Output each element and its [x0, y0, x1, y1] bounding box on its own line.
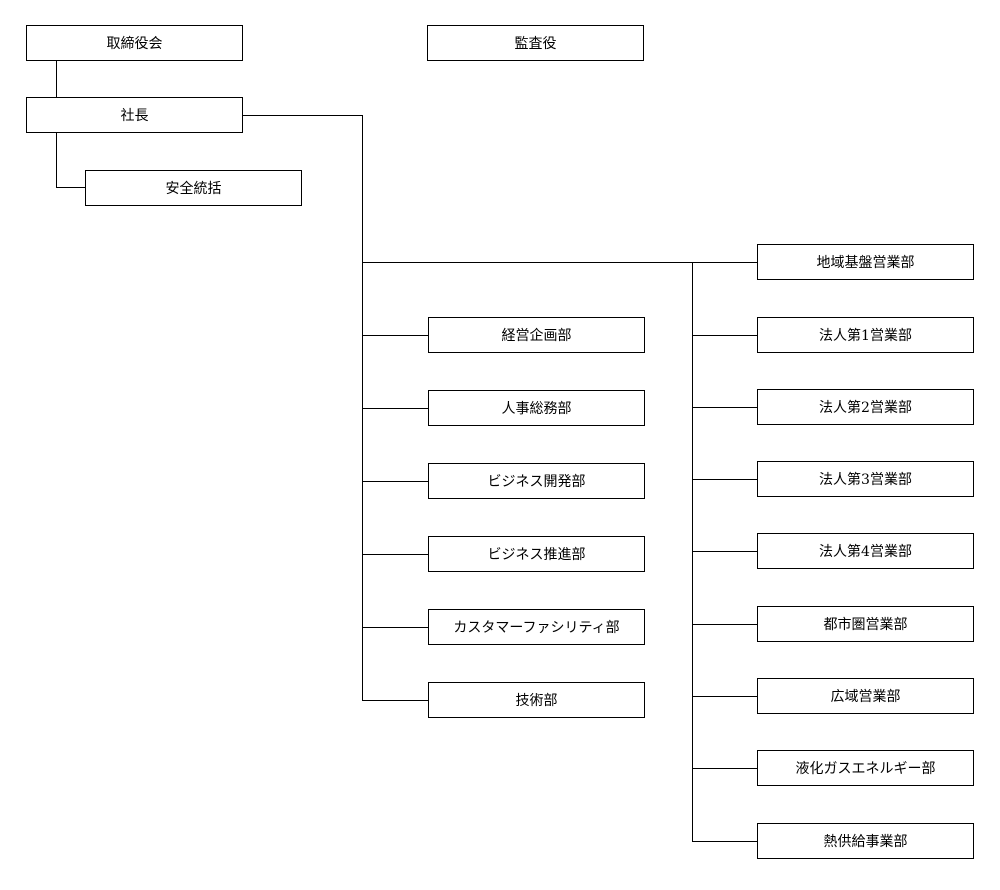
department-box: 地域基盤営業部 — [757, 244, 974, 280]
connector-president-safety-vertical — [56, 132, 57, 188]
connector-president-safety-horizontal — [56, 187, 86, 188]
department-box: 法人第1営業部 — [757, 317, 974, 353]
connector-right-6 — [692, 624, 758, 625]
department-box: 広域営業部 — [757, 678, 974, 714]
department-box: ビジネス開発部 — [428, 463, 645, 499]
department-box: 法人第2営業部 — [757, 389, 974, 425]
right-trunk — [692, 262, 693, 842]
connector-board-president — [56, 60, 57, 98]
connector-middle-3 — [362, 481, 429, 482]
connector-right-9 — [692, 841, 758, 842]
department-box: カスタマーファシリティ部 — [428, 609, 645, 645]
department-box: 人事総務部 — [428, 390, 645, 426]
department-box: 都市圏営業部 — [757, 606, 974, 642]
connector-middle-5 — [362, 627, 429, 628]
connector-right-8 — [692, 768, 758, 769]
department-box: 液化ガスエネルギー部 — [757, 750, 974, 786]
department-box: 経営企画部 — [428, 317, 645, 353]
department-box: 技術部 — [428, 682, 645, 718]
connector-president-right — [242, 115, 363, 116]
connector-right-3 — [692, 407, 758, 408]
connector-middle-4 — [362, 554, 429, 555]
department-box: ビジネス推進部 — [428, 536, 645, 572]
department-box: 熱供給事業部 — [757, 823, 974, 859]
connector-right-5 — [692, 551, 758, 552]
connector-right-4 — [692, 479, 758, 480]
department-box: 法人第4営業部 — [757, 533, 974, 569]
board-box: 取締役会 — [26, 25, 243, 61]
connector-to-right-trunk — [362, 262, 758, 263]
safety-box: 安全統括 — [85, 170, 302, 206]
connector-middle-1 — [362, 335, 429, 336]
connector-right-7 — [692, 696, 758, 697]
connector-middle-2 — [362, 408, 429, 409]
department-box: 法人第3営業部 — [757, 461, 974, 497]
president-box: 社長 — [26, 97, 243, 133]
auditor-box: 監査役 — [427, 25, 644, 61]
connector-right-2 — [692, 335, 758, 336]
connector-middle-6 — [362, 700, 429, 701]
